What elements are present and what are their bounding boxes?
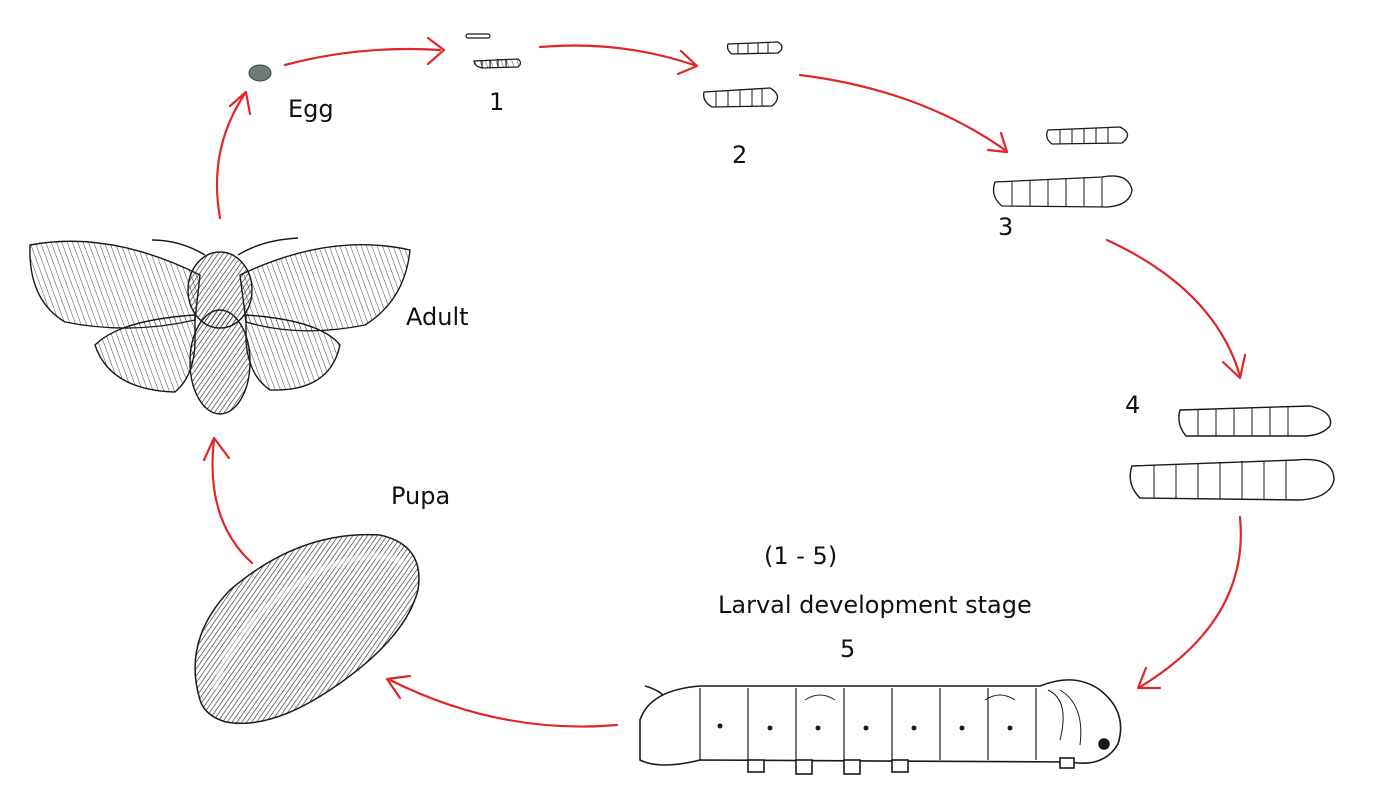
arrow-1-to-2 bbox=[538, 44, 699, 76]
arrow-2-to-3 bbox=[798, 73, 1009, 154]
arrow-pupa-to-adult bbox=[202, 436, 254, 565]
arrow-adult-to-egg bbox=[215, 90, 252, 220]
larva-stage-2-illustration bbox=[703, 41, 783, 108]
adult-moth-illustration bbox=[29, 237, 411, 415]
larva-stage-5-illustration bbox=[639, 679, 1122, 775]
larval-stage-label: Larval development stage bbox=[718, 591, 1032, 619]
larval-range-label: (1 - 5) bbox=[764, 542, 838, 570]
larva-stage-1-illustration bbox=[465, 33, 522, 69]
arrow-3-to-4 bbox=[1105, 238, 1247, 380]
larva-stage-4-illustration bbox=[1129, 405, 1335, 501]
pupa-illustration bbox=[194, 533, 420, 725]
cycle-arrows bbox=[202, 36, 1247, 728]
egg-label: Egg bbox=[288, 95, 334, 123]
stage-1-label: 1 bbox=[489, 88, 505, 116]
pupa-label: Pupa bbox=[391, 482, 451, 510]
stage-4-label: 4 bbox=[1125, 391, 1141, 419]
arrow-egg-to-1 bbox=[283, 36, 446, 67]
stage-5-label: 5 bbox=[840, 635, 856, 663]
egg-illustration bbox=[248, 64, 272, 82]
larva-stage-3-illustration bbox=[992, 126, 1133, 208]
stage-3-label: 3 bbox=[998, 213, 1014, 241]
adult-label: Adult bbox=[406, 303, 469, 331]
stage-2-label: 2 bbox=[732, 141, 748, 169]
arrow-4-to-5 bbox=[1136, 515, 1242, 690]
arrow-5-to-pupa bbox=[385, 674, 619, 728]
